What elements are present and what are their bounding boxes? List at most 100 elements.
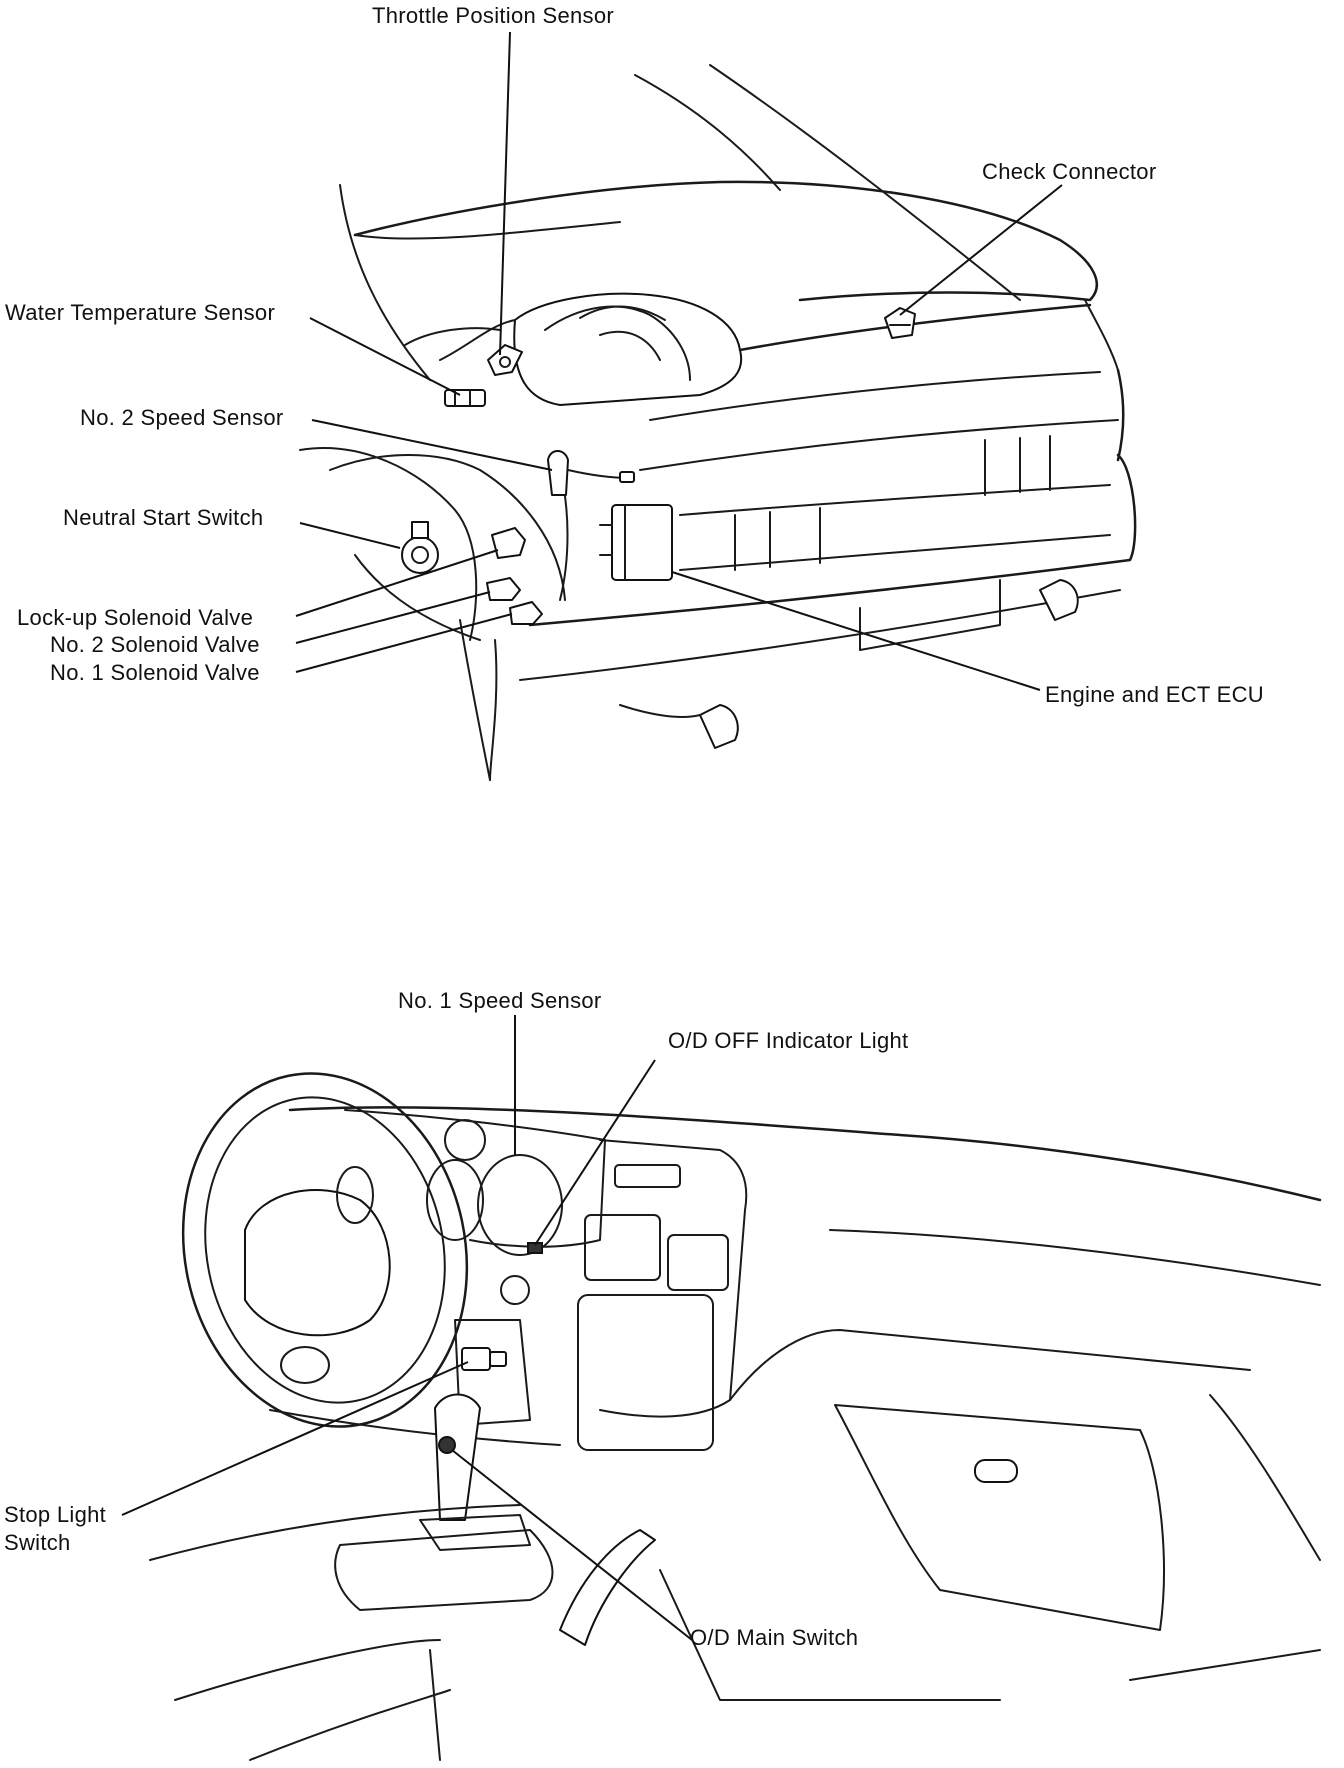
body-line-2 bbox=[639, 419, 1119, 471]
steering-wheel-inner bbox=[204, 1096, 446, 1404]
floor-line-right bbox=[1129, 1649, 1321, 1681]
shift-gate bbox=[334, 1529, 554, 1611]
steering-hub-lower bbox=[280, 1346, 330, 1384]
leader-throttle-position-sensor bbox=[499, 31, 511, 356]
label-stop-light-switch-line2: Switch bbox=[4, 1530, 71, 1555]
suspension-line bbox=[489, 639, 498, 781]
intake-hose bbox=[439, 319, 516, 361]
tail-panel-bottom bbox=[679, 534, 1111, 571]
windshield-pillar bbox=[709, 64, 1021, 301]
lower-dash-left bbox=[269, 1409, 561, 1446]
hood-outline bbox=[353, 180, 1098, 302]
label-no1-speed-sensor: No. 1 Speed Sensor bbox=[398, 988, 602, 1013]
no1-solenoid-valve-part bbox=[509, 601, 543, 625]
hood-edge bbox=[354, 221, 621, 240]
trunk-edge bbox=[738, 303, 1092, 352]
label-od-off-indicator-light: O/D OFF Indicator Light bbox=[668, 1028, 908, 1053]
no2-speed-sensor-part bbox=[547, 450, 635, 496]
license-plate-recess bbox=[859, 579, 1001, 651]
label-no1-solenoid-valve: No. 1 Solenoid Valve bbox=[50, 660, 260, 685]
dash-top bbox=[288, 1106, 1322, 1202]
engine-cover bbox=[513, 292, 743, 406]
no2-solenoid-valve-part bbox=[486, 577, 521, 601]
body-line-1 bbox=[649, 371, 1101, 421]
gauge-tachometer bbox=[426, 1159, 484, 1241]
fender-line-left bbox=[339, 184, 431, 381]
label-od-main-switch: O/D Main Switch bbox=[690, 1625, 858, 1650]
leader-od-main-switch bbox=[451, 1449, 693, 1641]
console-side bbox=[429, 1649, 441, 1761]
leader-neutral-start-switch bbox=[299, 522, 401, 549]
od-off-indicator-part bbox=[527, 1242, 543, 1254]
ignition-knob bbox=[500, 1275, 530, 1305]
stop-light-switch-part bbox=[461, 1347, 507, 1371]
oil-pan-line bbox=[354, 554, 481, 641]
leader-no2-speed-sensor bbox=[311, 419, 553, 471]
glovebox-latch bbox=[974, 1459, 1018, 1483]
glovebox bbox=[834, 1404, 1165, 1631]
label-stop-light-switch-line1: Stop Light bbox=[4, 1502, 106, 1527]
label-check-connector: Check Connector bbox=[982, 159, 1156, 184]
water-temperature-sensor-part bbox=[444, 389, 486, 407]
check-connector-part bbox=[884, 307, 916, 339]
hazard-switch bbox=[614, 1164, 681, 1188]
bumper-bottom bbox=[519, 589, 1121, 681]
windshield-line bbox=[634, 74, 781, 191]
lower-dash-right bbox=[729, 1329, 1251, 1401]
dashboard-illustration bbox=[149, 1072, 1322, 1761]
floor-line-mid bbox=[174, 1639, 441, 1701]
rear-face bbox=[1116, 368, 1125, 462]
engine-ect-ecu-part bbox=[599, 504, 673, 581]
audio-panel bbox=[577, 1294, 714, 1451]
center-vent-right bbox=[667, 1234, 729, 1291]
label-neutral-start-switch: Neutral Start Switch bbox=[63, 505, 263, 530]
console-bottom bbox=[659, 1569, 1001, 1701]
gauge-speedometer bbox=[477, 1154, 563, 1256]
throttle-position-sensor-part bbox=[487, 344, 523, 376]
label-no2-speed-sensor: No. 2 Speed Sensor bbox=[80, 405, 284, 430]
leader-check-connector bbox=[899, 184, 1063, 316]
lockup-solenoid-valve-part bbox=[491, 527, 526, 559]
transaxle-outline bbox=[329, 454, 566, 601]
leader-engine-ect-ecu bbox=[671, 571, 1041, 691]
dashboard-leaders bbox=[121, 1015, 693, 1641]
air-duct bbox=[404, 327, 501, 346]
leader-stop-light-switch bbox=[121, 1361, 469, 1516]
intake-runner-3 bbox=[599, 330, 661, 361]
dashboard-labels: No. 1 Speed Sensor O/D OFF Indicator Lig… bbox=[4, 988, 908, 1650]
axle-line bbox=[459, 619, 491, 781]
tail-panel-top bbox=[679, 484, 1111, 516]
cluster-hood bbox=[344, 1109, 606, 1248]
floor-line-left bbox=[149, 1504, 521, 1561]
od-main-switch-part bbox=[438, 1436, 456, 1454]
intake-runner-1 bbox=[544, 305, 691, 381]
shift-knob bbox=[434, 1393, 481, 1521]
label-no2-solenoid-valve: No. 2 Solenoid Valve bbox=[50, 632, 260, 657]
center-stack bbox=[599, 1139, 748, 1418]
exhaust-pipe-left bbox=[619, 704, 701, 718]
bumper-top bbox=[528, 453, 1137, 627]
gauge-small-2 bbox=[336, 1166, 374, 1224]
shift-boot bbox=[419, 1514, 531, 1551]
dash-crease bbox=[829, 1229, 1321, 1286]
engine-bay-labels: Throttle Position Sensor Check Connector… bbox=[5, 3, 1264, 707]
gauge-small-1 bbox=[444, 1119, 486, 1161]
engine-bay-illustration bbox=[299, 64, 1137, 781]
steering-column-cover bbox=[454, 1319, 531, 1426]
leader-water-temperature-sensor bbox=[309, 317, 461, 396]
engine-bay-leaders bbox=[295, 31, 1063, 691]
exhaust-right bbox=[1039, 579, 1079, 621]
intake-runner-2 bbox=[579, 305, 666, 321]
floor-line-front bbox=[249, 1689, 451, 1761]
label-throttle-position-sensor: Throttle Position Sensor bbox=[372, 3, 614, 28]
label-engine-ect-ecu: Engine and ECT ECU bbox=[1045, 682, 1264, 707]
label-lockup-solenoid-valve: Lock-up Solenoid Valve bbox=[17, 605, 253, 630]
door-edge bbox=[1209, 1394, 1321, 1561]
center-vent-left bbox=[584, 1214, 661, 1281]
leader-lockup-solenoid-valve bbox=[295, 549, 499, 617]
neutral-start-switch-part bbox=[401, 521, 439, 574]
leader-od-off-indicator-light bbox=[534, 1059, 656, 1246]
parking-brake-lever bbox=[559, 1529, 656, 1646]
leader-no1-solenoid-valve bbox=[295, 613, 513, 673]
